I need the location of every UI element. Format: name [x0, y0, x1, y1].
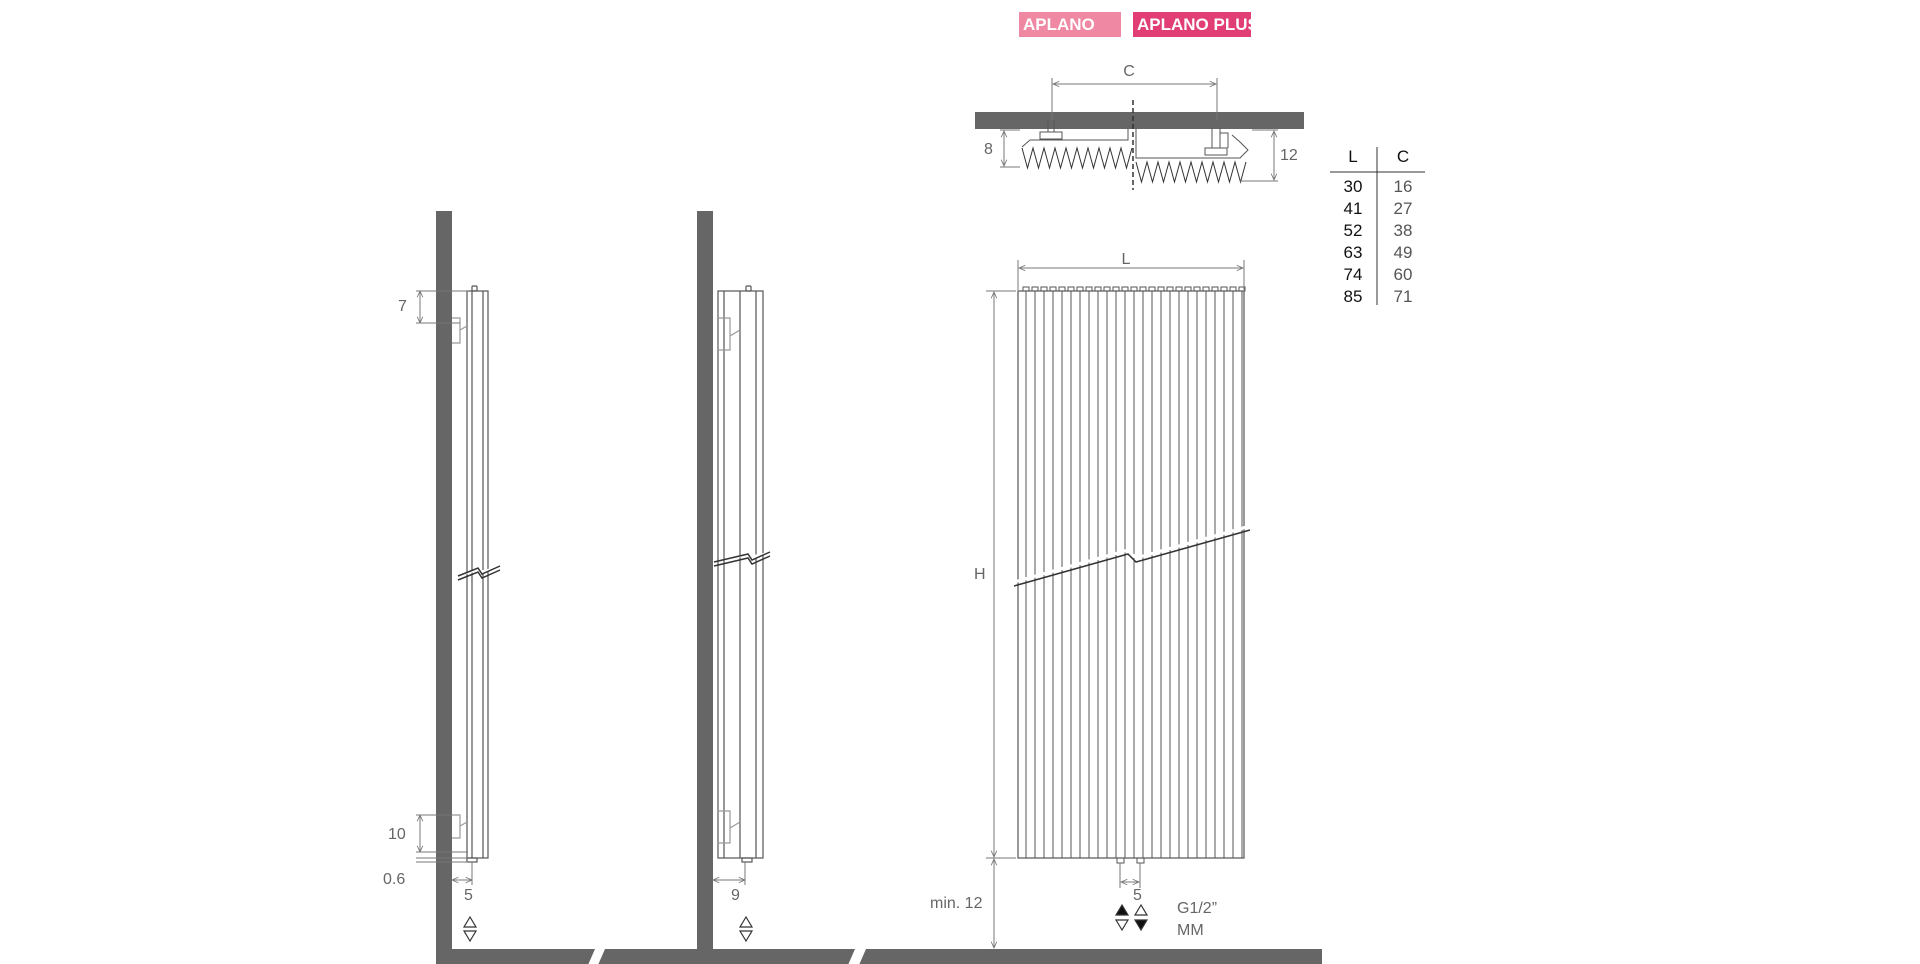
table-cell-C: 27 [1394, 199, 1413, 218]
dim-base-gap: 0.6 [383, 871, 405, 888]
size-table: L C 30 16 41 27 52 38 63 49 74 60 85 71 [1330, 147, 1425, 306]
tube-cap [1193, 286, 1201, 292]
tube-cap [1202, 286, 1210, 292]
thread-type-label: MM [1177, 922, 1204, 939]
tube-cap [1148, 286, 1156, 292]
table-header-L: L [1348, 147, 1357, 166]
tube-cap [1076, 286, 1084, 292]
tube-cap [1049, 286, 1057, 292]
top-view-dimensions [1000, 78, 1278, 182]
table-cell-L: 41 [1344, 199, 1363, 218]
tube-cap [1121, 286, 1129, 292]
table-cell-C: 49 [1394, 243, 1413, 262]
tube-cap [1103, 286, 1111, 292]
table-cell-L: 85 [1344, 287, 1363, 306]
tube-cap [1166, 286, 1174, 292]
tube-cap [1094, 286, 1102, 292]
tube-cap [1067, 286, 1075, 292]
table-cell-C: 16 [1394, 177, 1413, 196]
dim-top-offset: 7 [398, 298, 407, 315]
dim-width-L: L [1122, 251, 1131, 268]
table-cell-L: 63 [1344, 243, 1363, 262]
tube-cap [1040, 286, 1048, 292]
tube-cap [1184, 286, 1192, 292]
tube-cap [1130, 286, 1138, 292]
tube-cap [1238, 286, 1246, 292]
top-view [975, 100, 1304, 190]
table-cell-L: 74 [1344, 265, 1363, 284]
tab-aplano[interactable]: APLANO [1019, 12, 1121, 37]
tube-cap [1112, 286, 1120, 292]
tube-cap [1220, 286, 1228, 292]
flow-arrows-2 [738, 915, 754, 943]
tube-cap [1229, 286, 1237, 292]
dim-wall-gap-2: 9 [731, 887, 740, 904]
table-cell-L: 52 [1344, 221, 1363, 240]
side-view-aplano [452, 285, 501, 863]
tube-cap [1031, 286, 1039, 292]
table-cell-C: 38 [1394, 221, 1413, 240]
dim-bottom-offset: 10 [388, 826, 406, 843]
side-view-aplano-plus-dimensions [713, 862, 745, 885]
flow-arrows-1 [462, 915, 478, 943]
tube-cap [1175, 286, 1183, 292]
tube-cap [1139, 286, 1147, 292]
dim-center-C: C [1123, 63, 1135, 80]
tube-cap [1211, 286, 1219, 292]
wall-floor [436, 211, 1322, 964]
table-header-C: C [1397, 147, 1409, 166]
thread-label: G1/2” [1177, 900, 1217, 917]
dim-depth-left: 8 [984, 141, 993, 158]
tube-cap [1085, 286, 1093, 292]
side-view-aplano-plus [713, 285, 771, 863]
front-view-dimensions [986, 260, 1245, 948]
front-view [1013, 286, 1251, 864]
table-cell-C: 60 [1394, 265, 1413, 284]
tab-aplano-plus[interactable]: APLANO PLUS [1133, 12, 1251, 37]
tube-cap [1157, 286, 1165, 292]
table-cell-C: 71 [1394, 287, 1413, 306]
side-view-aplano-dimensions [416, 291, 472, 885]
dim-floor-clearance: min. 12 [930, 895, 983, 912]
tube-cap [1058, 286, 1066, 292]
dim-wall-gap-1: 5 [464, 887, 473, 904]
tube-cap [1022, 286, 1030, 292]
dim-connection-spacing: 5 [1133, 887, 1142, 904]
dim-height-H: H [974, 566, 986, 583]
table-cell-L: 30 [1344, 177, 1363, 196]
flow-arrows-front [1114, 903, 1149, 932]
dim-depth-right: 12 [1280, 147, 1298, 164]
